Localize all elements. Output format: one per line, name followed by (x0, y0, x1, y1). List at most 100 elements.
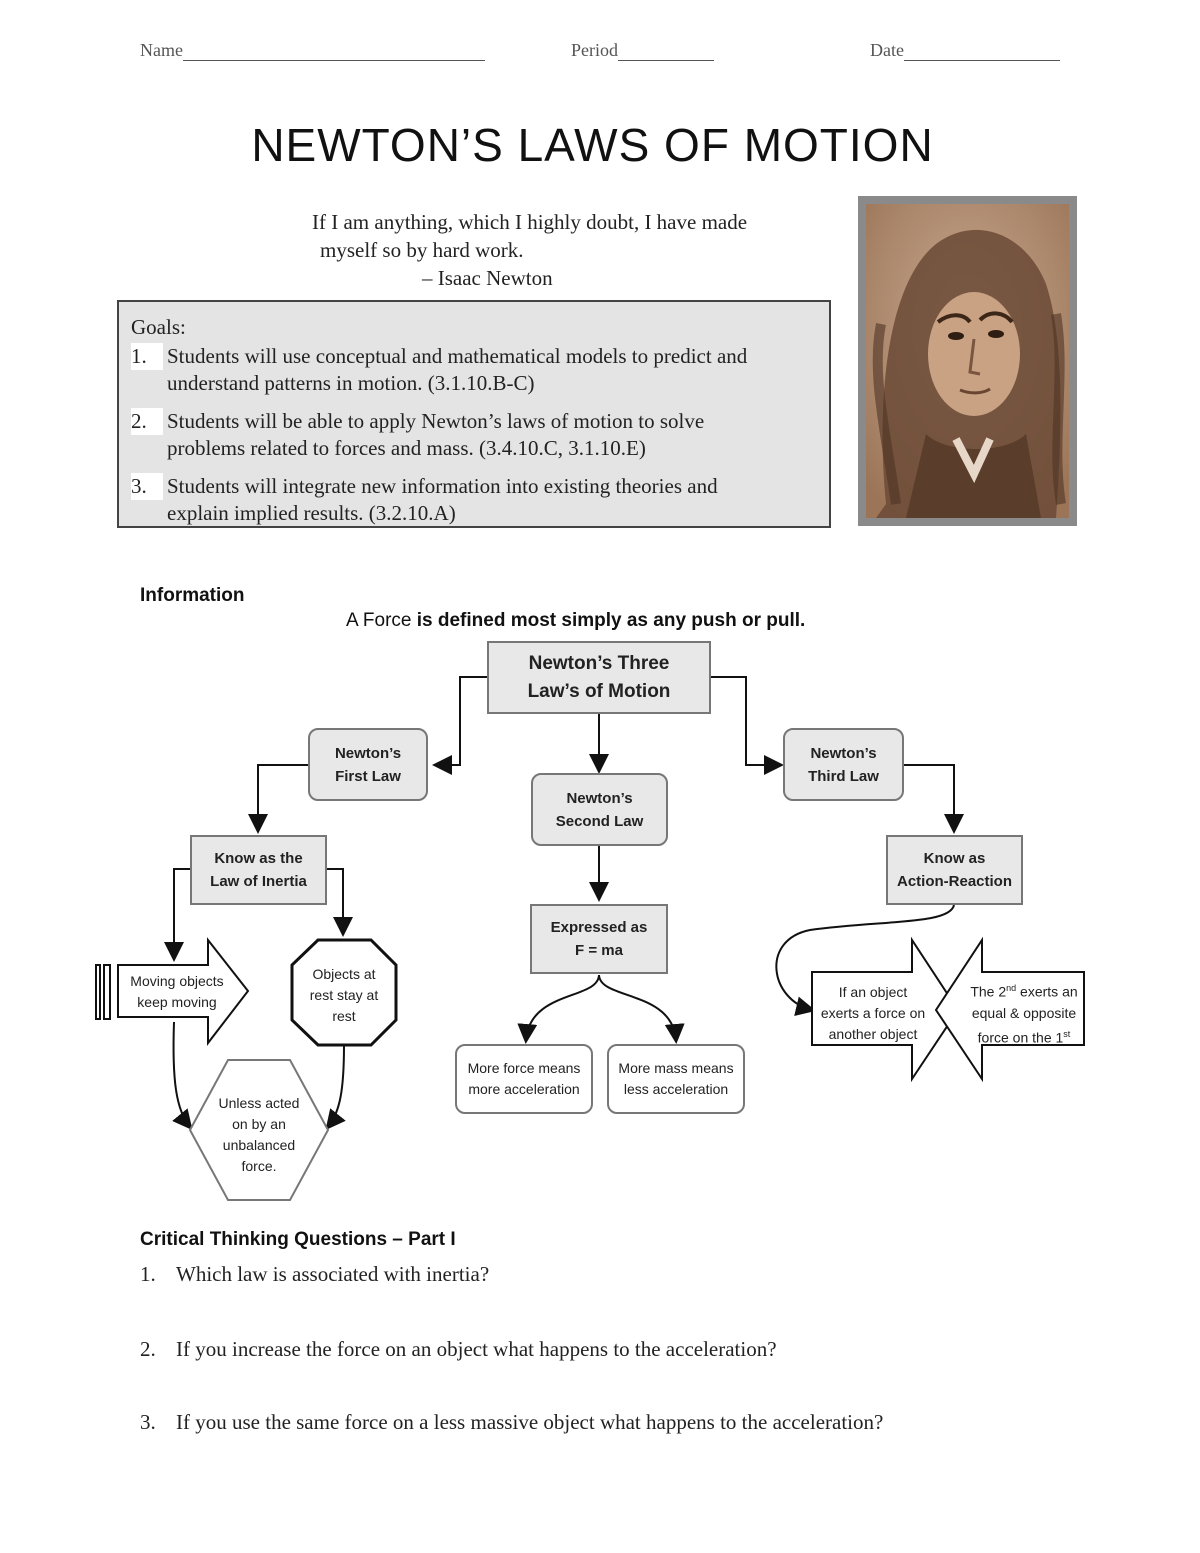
period-label: Period (571, 40, 618, 60)
inertia-box: Know as the Law of Inertia (190, 835, 327, 905)
goal-item: 3. Students will integrate new informati… (131, 473, 817, 527)
rest-line-3: rest (332, 1007, 356, 1024)
root-laws-box: Newton’s Three Law’s of Motion (487, 641, 711, 714)
goals-heading: Goals: (131, 315, 186, 339)
root-line-1: Newton’s Three (528, 652, 670, 674)
definition-term: Force (362, 610, 412, 631)
more-mass-line-2: less acceleration (623, 1081, 729, 1097)
question-item: 2.If you increase the force on an object… (140, 1337, 777, 1362)
unless-hexagon-shape (188, 1059, 330, 1201)
unless-line-3: unbalanced (222, 1137, 296, 1153)
period-blank-line (618, 40, 714, 61)
goal-line: explain implied results. (3.2.10.A) (167, 501, 456, 525)
inertia-line-2: Law of Inertia (210, 873, 307, 890)
unless-acted-text: Unless acted on by an unbalanced force. (200, 1092, 318, 1178)
first-law-box: Newton’s First Law (308, 728, 428, 801)
goal-line: Students will be able to apply Newton’s … (167, 409, 705, 433)
inertia-line-1: Know as the (214, 850, 303, 867)
goal-number: 3. (131, 473, 163, 500)
second-exerts-1b: exerts an (1016, 983, 1078, 1000)
goal-line: understand patterns in motion. (3.1.10.B… (167, 371, 535, 395)
third-law-box: Newton’s Third Law (783, 728, 904, 801)
unless-line-4: force. (241, 1158, 277, 1174)
expressed-line-2: F = ma (575, 942, 623, 959)
second-exerts-sup: nd (1006, 982, 1017, 993)
moving-objects-text: Moving objects keep moving (118, 968, 236, 1016)
more-mass-line-1: More mass means (618, 1060, 734, 1076)
objects-at-rest-text: Objects at rest stay at rest (296, 962, 392, 1028)
action-reaction-line-1: Know as (923, 850, 986, 867)
name-label: Name (140, 40, 183, 60)
date-blank-line (903, 40, 1060, 61)
expressed-box: Expressed as F = ma (530, 904, 668, 974)
questions-heading: Critical Thinking Questions – Part I (140, 1229, 456, 1250)
second-law-line-1: Newton’s (566, 789, 633, 807)
information-heading: Information (140, 585, 245, 606)
second-law-box: Newton’s Second Law (531, 773, 668, 846)
unless-line-1: Unless acted (218, 1095, 300, 1111)
root-line-2: Law’s of Motion (527, 680, 671, 702)
second-exerts-line-3: force on the 1st (978, 1024, 1071, 1049)
date-label: Date (870, 40, 904, 60)
more-force-line-2: more acceleration (468, 1081, 580, 1097)
moving-line-1: Moving objects (130, 973, 224, 989)
unless-line-2: on by an (232, 1116, 286, 1132)
question-number: 3. (140, 1410, 156, 1434)
goal-line: Students will use conceptual and mathema… (167, 344, 748, 368)
rest-line-2: rest stay at (309, 986, 379, 1003)
quote-line-2: myself so by hard work. (320, 238, 524, 262)
if-object-line-2: exerts a force on (820, 1004, 926, 1021)
moving-line-2: keep moving (137, 994, 217, 1010)
moving-arrow-shape (95, 937, 250, 1046)
more-force-line-1: More force means (467, 1060, 581, 1076)
if-object-text: If an object exerts a force on another o… (812, 982, 934, 1044)
quote-line-1: If I am anything, which I highly doubt, … (312, 210, 748, 234)
more-mass-box: More mass means less acceleration (607, 1044, 745, 1114)
newton-portrait (858, 196, 1077, 526)
goal-number: 1. (131, 343, 163, 370)
third-law-line-2: Third Law (808, 767, 879, 785)
rest-octagon-shape (290, 938, 398, 1047)
goal-line: problems related to forces and mass. (3.… (167, 436, 646, 460)
second-exerts-sup-2: st (1063, 1028, 1071, 1039)
goal-item: 1. Students will use conceptual and math… (131, 343, 817, 397)
if-object-line-3: another object (828, 1025, 918, 1042)
second-exerts-line-2: equal & opposite (971, 1004, 1077, 1021)
action-reaction-line-2: Action-Reaction (896, 873, 1012, 890)
goal-line: Students will integrate new information … (167, 474, 718, 498)
portrait-icon (866, 204, 1069, 518)
question-text: Which law is associated with inertia? (176, 1262, 490, 1286)
goal-item: 2. Students will be able to apply Newton… (131, 408, 817, 462)
first-law-line-1: Newton’s (334, 744, 402, 762)
second-exerts-1a: The 2 (970, 983, 1007, 1000)
quote-attribution: – Isaac Newton (422, 266, 553, 290)
first-law-line-2: First Law (335, 767, 401, 785)
third-law-line-1: Newton’s (810, 744, 877, 762)
second-exerts-text: The 2nd exerts an equal & opposite force… (962, 982, 1086, 1045)
action-reaction-arrows-shape (811, 936, 1085, 1083)
action-reaction-box: Know as Action-Reaction (886, 835, 1023, 905)
goal-number: 2. (131, 408, 163, 435)
goals-list: 1. Students will use conceptual and math… (131, 343, 817, 527)
question-text: If you increase the force on an object w… (176, 1337, 777, 1361)
definition-prefix: A (346, 610, 363, 631)
more-force-box: More force means more acceleration (455, 1044, 593, 1114)
question-item: 1. Which law is associated with inertia? (140, 1262, 489, 1287)
name-blank-line (182, 40, 485, 61)
page-title: NEWTON’S LAWS OF MOTION (251, 119, 934, 171)
definition-rest: is defined most simply as any push or pu… (411, 610, 806, 631)
newton-quote: If I am anything, which I highly doubt, … (312, 208, 747, 292)
date-field[interactable]: Date (870, 40, 1060, 61)
question-number: 1. (140, 1262, 156, 1286)
goals-box: Goals: 1. Students will use conceptual a… (117, 300, 831, 528)
period-field[interactable]: Period (571, 40, 714, 61)
second-exerts-line-1: The 2nd exerts an (970, 978, 1077, 1003)
question-text: If you use the same force on a less mass… (176, 1410, 884, 1434)
expressed-line-1: Expressed as (550, 919, 648, 936)
second-law-line-2: Second Law (555, 812, 644, 830)
question-item: 3. If you use the same force on a less ma… (140, 1410, 883, 1435)
second-exerts-3a: force on the 1 (977, 1029, 1064, 1046)
name-field[interactable]: Name (140, 40, 485, 61)
if-object-line-1: If an object (838, 983, 908, 1000)
